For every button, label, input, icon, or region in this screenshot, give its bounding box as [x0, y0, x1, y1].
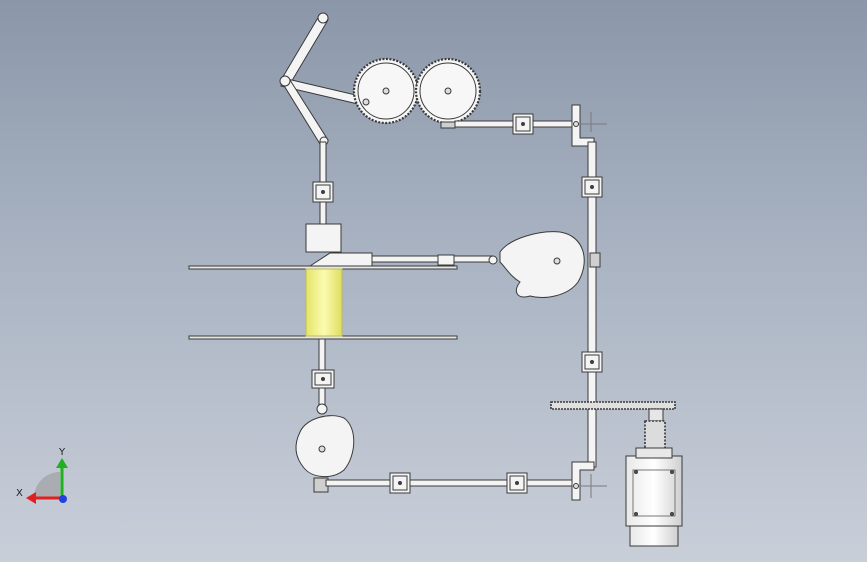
horizontal-gear-rack[interactable]: [550, 401, 676, 410]
x-axis-label: X: [16, 488, 23, 499]
linkage-arms[interactable]: [279, 12, 361, 146]
cam-upper[interactable]: [499, 231, 585, 298]
worm-gear-right[interactable]: [589, 252, 601, 268]
y-axis-label: Y: [58, 447, 66, 458]
rod-collar[interactable]: [437, 254, 455, 266]
cam-lower[interactable]: [295, 415, 355, 493]
guide-cylinder[interactable]: [305, 223, 342, 253]
slider-head[interactable]: [308, 252, 373, 267]
spur-gear-left[interactable]: [352, 57, 420, 125]
push-rod[interactable]: [371, 255, 493, 263]
coordinate-triad: Y X: [16, 447, 68, 504]
bevel-gear-bottom-right[interactable]: [571, 461, 607, 501]
spur-gear-right[interactable]: [414, 57, 482, 129]
electric-motor[interactable]: [625, 447, 683, 547]
yellow-spool[interactable]: [305, 268, 343, 337]
z-axis-dot-icon: [59, 495, 67, 503]
worm-shaft[interactable]: [644, 408, 666, 452]
bevel-gear-top-right[interactable]: [571, 104, 607, 147]
bottom-shaft[interactable]: [325, 479, 579, 487]
triad-plane-icon: [34, 472, 60, 498]
